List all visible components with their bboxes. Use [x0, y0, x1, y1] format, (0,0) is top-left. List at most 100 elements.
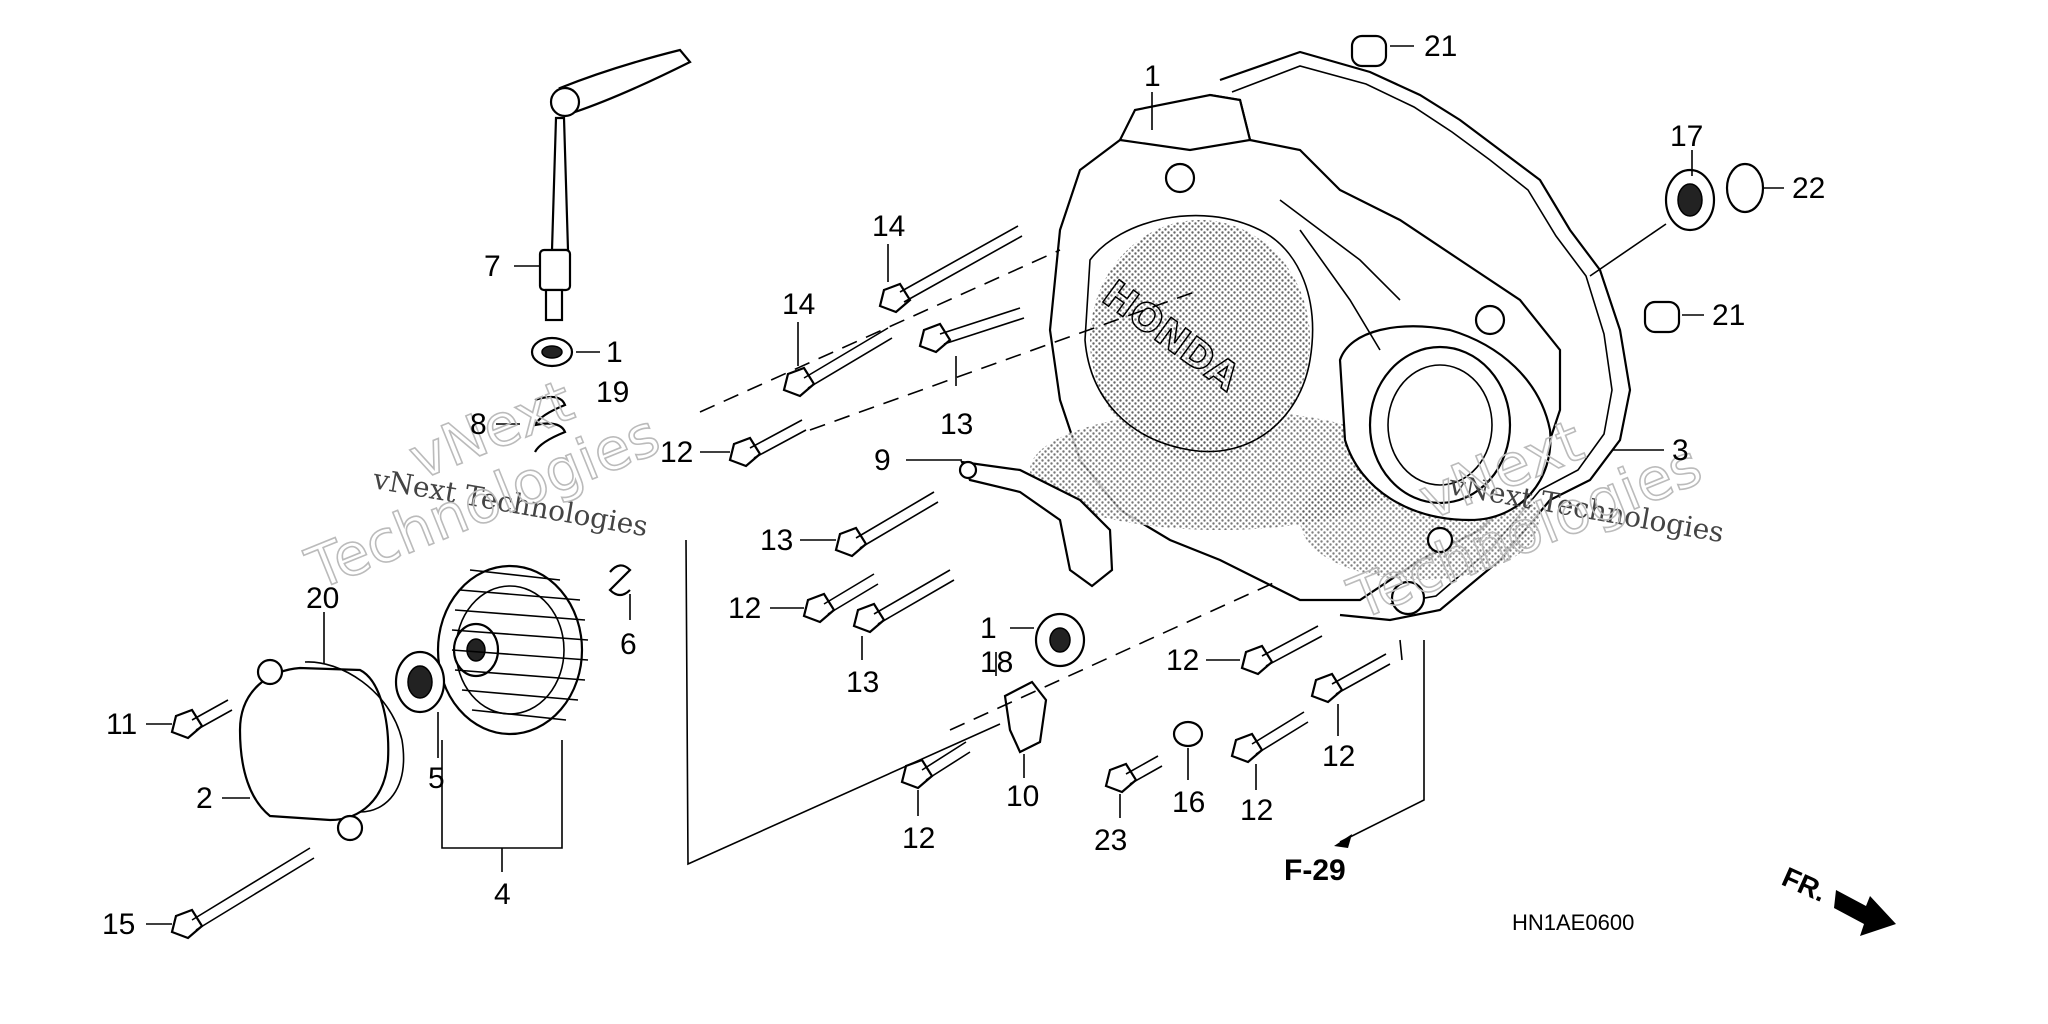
- bolt-11: [170, 699, 233, 740]
- filter-element-body: [436, 564, 584, 736]
- callout-3: 3: [1672, 434, 1689, 467]
- bolt-13-middle: [834, 491, 939, 558]
- spring-6: [608, 564, 632, 597]
- callout-9: 9: [874, 444, 891, 477]
- assembly-line-left: [685, 539, 1001, 866]
- washer-16: [1172, 720, 1204, 748]
- callout-22: 22: [1792, 172, 1825, 205]
- assembly-line-bracket: [809, 289, 1201, 431]
- callout-leaders: [146, 45, 1784, 925]
- circlip-22: [1725, 162, 1765, 214]
- callout-4: 4: [494, 878, 511, 911]
- callout-14-mid: 14: [782, 288, 815, 321]
- callout-13-upper: 13: [940, 408, 973, 441]
- bolt-14-mid: [782, 327, 893, 398]
- cover-raised-area: [1084, 214, 1314, 453]
- callout-2: 2: [196, 782, 213, 815]
- dowel-21-top: [1350, 34, 1388, 68]
- parts-drawing: [146, 34, 1896, 940]
- front-direction-label: FR.: [1778, 861, 1832, 908]
- bearing-17-inner: [1677, 183, 1703, 217]
- cover-rib-2: [1299, 229, 1381, 351]
- assembly-line-cover: [699, 249, 1061, 413]
- oring-5-inner: [407, 665, 433, 699]
- callout-19: 19: [596, 376, 629, 409]
- filter-element-hole: [466, 638, 486, 662]
- callout-5: 5: [428, 762, 445, 795]
- leader-arrow-stem: [1399, 639, 1403, 661]
- bolt-12-middle: [802, 573, 879, 624]
- cover-rib: [1279, 199, 1401, 301]
- bolt-12-right-upper: [1240, 625, 1323, 676]
- fr-direction-arrow-icon: [1834, 890, 1896, 936]
- shaft-arm-7-eye: [549, 86, 581, 118]
- shaft-arm-7: [558, 48, 692, 114]
- filter-element-pleats: [451, 569, 589, 721]
- callout-16: 16: [1172, 786, 1205, 819]
- filter-housing-bore: [1368, 345, 1512, 505]
- callout-1-washer: 1: [980, 612, 997, 645]
- callout-14-top: 14: [872, 210, 905, 243]
- callout-23: 23: [1094, 824, 1127, 857]
- diagram-code: HN1AE0600: [1512, 910, 1634, 935]
- reference-arrow-head: [1334, 834, 1352, 848]
- bolt-23: [1104, 755, 1163, 794]
- shaft-7-end: [544, 288, 564, 322]
- section-reference-label: F-29: [1284, 854, 1346, 887]
- bolt-14-top: [878, 225, 1023, 314]
- oil-seal-19-inner: [541, 345, 563, 359]
- gasket-20: [304, 661, 405, 813]
- callout-8: 8: [470, 408, 487, 441]
- bolt-13-upper: [918, 307, 1025, 354]
- callout-1-seal: 1: [606, 336, 623, 369]
- callout-12-right-mid: 12: [1322, 740, 1355, 773]
- reference-arrow-line: [1339, 640, 1425, 843]
- callout-12-bottom: 12: [902, 822, 935, 855]
- clamp-10: [1003, 680, 1048, 754]
- callout-21-top: 21: [1424, 30, 1457, 63]
- spring-8: [533, 395, 567, 453]
- callout-11: 11: [106, 708, 137, 741]
- callout-7: 7: [484, 250, 501, 283]
- bolt-12-right-lower: [1230, 711, 1309, 764]
- bracket-4: [441, 740, 563, 849]
- bolt-12-upper: [728, 419, 807, 468]
- dowel-21-right: [1643, 300, 1681, 334]
- cover-stipple-front: [1090, 220, 1310, 460]
- bolt-12-right-mid: [1310, 653, 1391, 704]
- callout-15: 15: [102, 908, 135, 941]
- callout-13-middle: 13: [760, 524, 793, 557]
- bolt-12-bottom: [900, 741, 971, 790]
- callout-20: 20: [306, 582, 339, 615]
- callout-12-right-lower: 12: [1240, 794, 1273, 827]
- callout-12-upper: 12: [660, 436, 693, 469]
- cover-bolt-boss-3: [1390, 580, 1426, 616]
- callout-13-lower: 13: [846, 666, 879, 699]
- washer-18-inner: [1049, 627, 1071, 653]
- callout-17: 17: [1670, 120, 1703, 153]
- shaft-7-rod: [550, 116, 570, 252]
- shaft-7-tip: [538, 248, 572, 292]
- callout-21-right: 21: [1712, 299, 1745, 332]
- callout-10: 10: [1006, 780, 1039, 813]
- callout-12-middle: 12: [728, 592, 761, 625]
- bolt-15: [170, 847, 315, 940]
- assembly-line-lower: [949, 579, 1281, 731]
- filter-housing-bore-inner: [1387, 364, 1493, 486]
- cover-bolt-boss-4: [1426, 526, 1454, 554]
- cover-top-tab: [1118, 93, 1252, 152]
- callout-18: 18: [980, 646, 1013, 679]
- bearing-leader: [1589, 223, 1667, 277]
- filter-cover-2: [238, 666, 390, 822]
- callout-12-right-upper: 12: [1166, 644, 1199, 677]
- callout-6: 6: [620, 628, 637, 661]
- callout-labels: 1 21 17 22 21 3 7 1 19 8 14 14 13 12 9 1…: [102, 30, 1825, 941]
- filter-cover-tab-bottom: [336, 814, 364, 842]
- callout-1-cover: 1: [1144, 60, 1161, 93]
- bolt-13-lower: [852, 569, 955, 634]
- bracket-9-hole: [958, 460, 978, 480]
- bracket-9: [960, 460, 1114, 588]
- filter-cover-tab-top: [256, 658, 284, 686]
- cover-bolt-boss-2: [1474, 304, 1506, 336]
